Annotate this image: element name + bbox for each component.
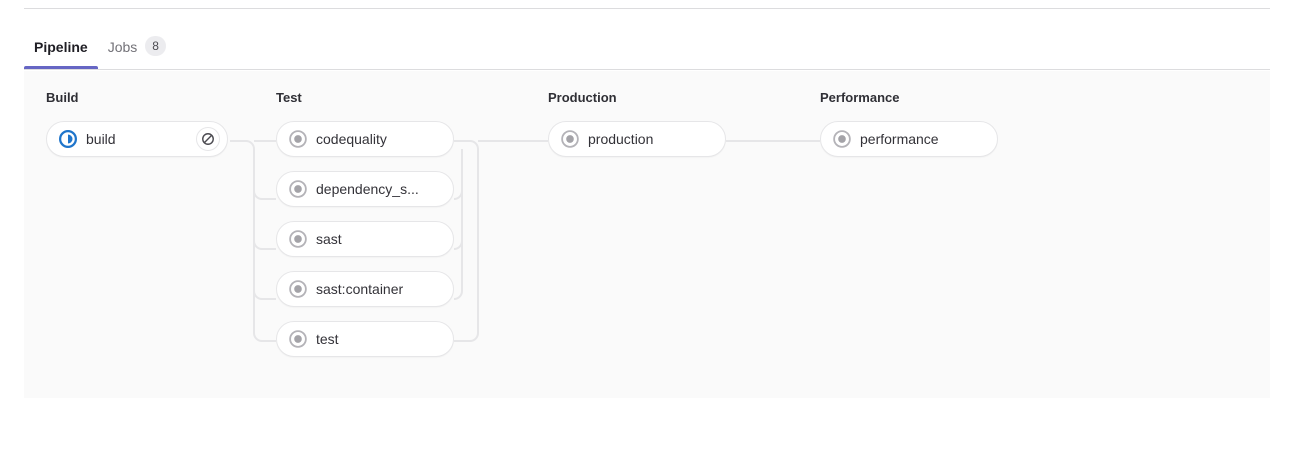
job-node-test[interactable]: test (276, 321, 454, 357)
status-created-icon (289, 230, 307, 248)
job-label-test: test (316, 331, 339, 347)
stage-title-performance: Performance (820, 90, 900, 105)
job-node-build[interactable]: build (46, 121, 228, 157)
link-build-branch-2 (253, 190, 276, 200)
job-label-sast: sast (316, 231, 342, 247)
tab-pipeline-label: Pipeline (34, 38, 88, 55)
tab-jobs-badge: 8 (145, 36, 166, 56)
job-label-sast-container: sast:container (316, 281, 404, 297)
pipeline-tab-bar: Pipeline Jobs 8 (24, 22, 1270, 70)
status-created-icon (833, 130, 851, 148)
status-created-icon (289, 130, 307, 148)
stage-jobs-test: codequality dependency_s... sast (276, 121, 454, 357)
stage-column-production: Production production (548, 89, 726, 157)
status-created-icon (561, 130, 579, 148)
link-build-branch-3 (253, 240, 276, 250)
link-test-merge-4 (453, 241, 463, 300)
job-label-production: production (588, 131, 654, 147)
link-build-branch-4 (253, 290, 276, 300)
pipeline-graph-panel: Build build Test (24, 71, 1270, 398)
stage-jobs-build: build (46, 121, 228, 157)
stage-jobs-production: production (548, 121, 726, 157)
status-created-icon (289, 180, 307, 198)
stage-title-build: Build (46, 90, 79, 105)
status-created-icon (289, 330, 307, 348)
link-test-merge-3 (453, 191, 463, 250)
stage-column-build: Build build (46, 89, 228, 157)
stage-title-production: Production (548, 90, 617, 105)
job-node-production[interactable]: production (548, 121, 726, 157)
cancel-icon[interactable] (196, 127, 220, 151)
job-label-dependency-scanning: dependency_s... (316, 181, 419, 197)
tab-pipeline[interactable]: Pipeline (24, 22, 98, 69)
stage-jobs-performance: performance (820, 121, 998, 157)
job-node-sast[interactable]: sast (276, 221, 454, 257)
job-node-codequality[interactable]: codequality (276, 121, 454, 157)
link-test-merge-2 (453, 149, 463, 200)
job-label-build: build (86, 131, 116, 147)
top-divider (24, 8, 1270, 9)
tab-jobs-label: Jobs (107, 38, 138, 55)
status-running-icon (59, 130, 77, 148)
link-build-to-test (230, 140, 276, 342)
job-label-performance: performance (860, 131, 939, 147)
stage-column-performance: Performance performance (820, 89, 998, 157)
job-node-performance[interactable]: performance (820, 121, 998, 157)
link-test-trunk (454, 140, 479, 342)
tab-active-underline (24, 66, 98, 69)
job-node-dependency-scanning[interactable]: dependency_s... (276, 171, 454, 207)
job-node-sast-container[interactable]: sast:container (276, 271, 454, 307)
status-created-icon (289, 280, 307, 298)
job-label-codequality: codequality (316, 131, 387, 147)
stage-column-test: Test codequality dependency_s... (276, 89, 454, 357)
tab-jobs[interactable]: Jobs 8 (98, 22, 176, 69)
stage-title-test: Test (276, 90, 302, 105)
